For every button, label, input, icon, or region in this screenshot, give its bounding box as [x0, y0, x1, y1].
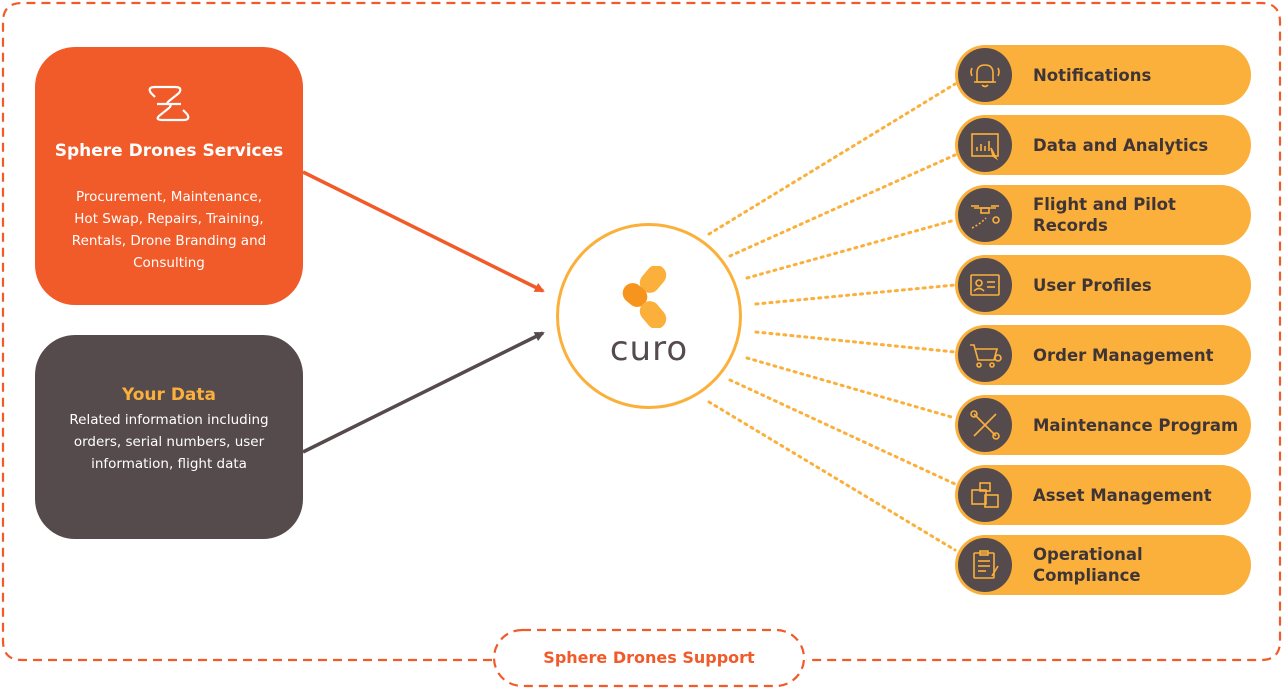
clipboard-icon — [958, 538, 1012, 592]
feature-compliance: Operational Compliance — [955, 535, 1251, 595]
feature-label: Maintenance Program — [1033, 415, 1239, 435]
feature-order-management: Order Management — [955, 325, 1251, 385]
connector-order-mgmt — [754, 330, 957, 354]
curo-logo-icon — [622, 266, 667, 328]
connector-user-profiles — [754, 283, 957, 306]
feature-label: Data and Analytics — [1033, 135, 1209, 155]
feature-label: Order Management — [1033, 345, 1214, 365]
feature-asset-management: Asset Management — [955, 465, 1251, 525]
feature-data-analytics: Data and Analytics — [955, 115, 1251, 175]
tools-icon — [958, 398, 1012, 452]
sphere-drones-logo — [148, 85, 190, 122]
feature-flight-records: Flight and Pilot Records — [955, 185, 1251, 245]
data-arrow — [302, 331, 545, 454]
id-card-icon — [958, 258, 1012, 312]
feature-label: Flight and Pilot Records — [1033, 195, 1176, 235]
feature-label: Asset Management — [1033, 485, 1212, 505]
bell-icon — [958, 48, 1012, 102]
support-label: Sphere Drones Support — [543, 648, 755, 667]
cart-icon — [958, 328, 1012, 382]
boxes-icon — [958, 468, 1012, 522]
feature-maintenance: Maintenance Program — [955, 395, 1251, 455]
services-title: Sphere Drones Services — [54, 141, 284, 161]
support-pill: Sphere Drones Support — [492, 628, 806, 688]
feature-label: Operational Compliance — [1033, 545, 1143, 585]
connector-data-analytics — [728, 153, 957, 258]
feature-user-profiles: User Profiles — [955, 255, 1251, 315]
feature-label: User Profiles — [1033, 275, 1152, 295]
feature-notifications: Notifications — [955, 45, 1251, 105]
connector-notifications — [707, 82, 957, 236]
connector-maintenance — [745, 356, 957, 420]
services-arrow — [302, 170, 545, 293]
connector-compliance — [707, 400, 957, 552]
your-data-description: Related information including orders, se… — [69, 412, 269, 472]
feature-label: Notifications — [1033, 65, 1152, 85]
connector-flight-records — [745, 218, 957, 280]
your-data-box: Your Data Related information including … — [35, 335, 303, 539]
services-box: Sphere Drones Services Procurement, Main… — [35, 47, 303, 305]
curo-wordmark: curo — [609, 329, 689, 369]
drone-icon — [958, 188, 1012, 242]
your-data-title: Your Data — [121, 385, 216, 405]
services-description: Procurement, Maintenance, Hot Swap, Repa… — [71, 189, 267, 271]
connector-asset-mgmt — [728, 378, 957, 486]
analytics-icon — [958, 118, 1012, 172]
curo-hub: curo — [556, 223, 742, 409]
